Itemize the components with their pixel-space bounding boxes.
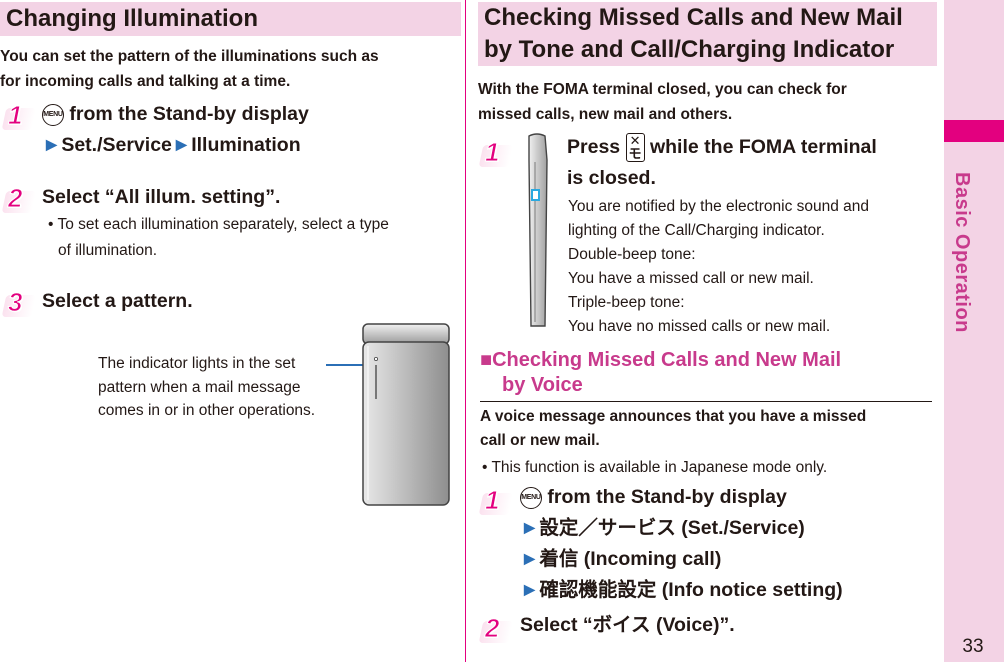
side-tab-background — [944, 0, 1004, 662]
step-number-2: 2 — [478, 613, 515, 649]
menu-key-icon: MENU — [520, 486, 542, 509]
step-number-1: 1 — [478, 485, 515, 521]
step1-instruction: MENU from the Stand-by display ►Set./Ser… — [42, 103, 309, 156]
step2-instruction: Select “All illum. setting”. — [42, 186, 281, 208]
subsection-title-voice: ■Checking Missed Calls and New Mail by V… — [480, 349, 842, 396]
step3-instruction: Select a pattern. — [42, 290, 193, 312]
side-tab-marker — [944, 120, 1004, 142]
step2-note: • To set each illumination separately, s… — [48, 216, 389, 259]
column-divider — [465, 0, 466, 662]
page-number: 33 — [962, 636, 984, 657]
subsection-rule — [480, 401, 932, 402]
step-number-1: 1 — [478, 137, 515, 173]
section-title-checking-missed-calls: Checking Missed Calls and New Mail by To… — [478, 2, 937, 66]
step-number-3: 3 — [1, 287, 38, 323]
step-number-2: 2 — [1, 183, 38, 219]
sub-step2-instruction: Select “ボイス (Voice)”. — [520, 614, 735, 636]
arrow-icon: ► — [520, 548, 540, 570]
step1-instruction: Press ✕モ while the FOMA terminal is clos… — [567, 133, 877, 189]
sub-step1-instruction: MENU from the Stand-by display ►設定／サービス … — [520, 486, 843, 601]
arrow-icon: ► — [520, 579, 540, 601]
sub-intro-text: A voice message announces that you have … — [480, 408, 867, 449]
step1-notes: You are notified by the electronic sound… — [568, 198, 870, 335]
arrow-icon: ► — [171, 134, 192, 156]
intro-text-right: With the FOMA terminal closed, you can c… — [478, 81, 847, 123]
arrow-icon: ► — [520, 517, 540, 539]
closed-phone-front-image — [362, 323, 450, 506]
intro-text: You can set the pattern of the illuminat… — [0, 48, 379, 90]
step-number-1: 1 — [1, 100, 38, 136]
side-tab-label: Basic Operation — [951, 172, 973, 333]
callout-line — [326, 364, 366, 366]
arrow-icon: ► — [42, 134, 62, 156]
closed-phone-side-image — [528, 133, 548, 327]
menu-key-icon: MENU — [42, 103, 64, 126]
indicator-callout-text: The indicator lights in the set pattern … — [98, 355, 316, 419]
sub-note: • This function is available in Japanese… — [482, 459, 828, 476]
section-title-changing-illumination: Changing Illumination — [0, 2, 461, 36]
mail-key-icon: ✕モ — [625, 133, 645, 163]
